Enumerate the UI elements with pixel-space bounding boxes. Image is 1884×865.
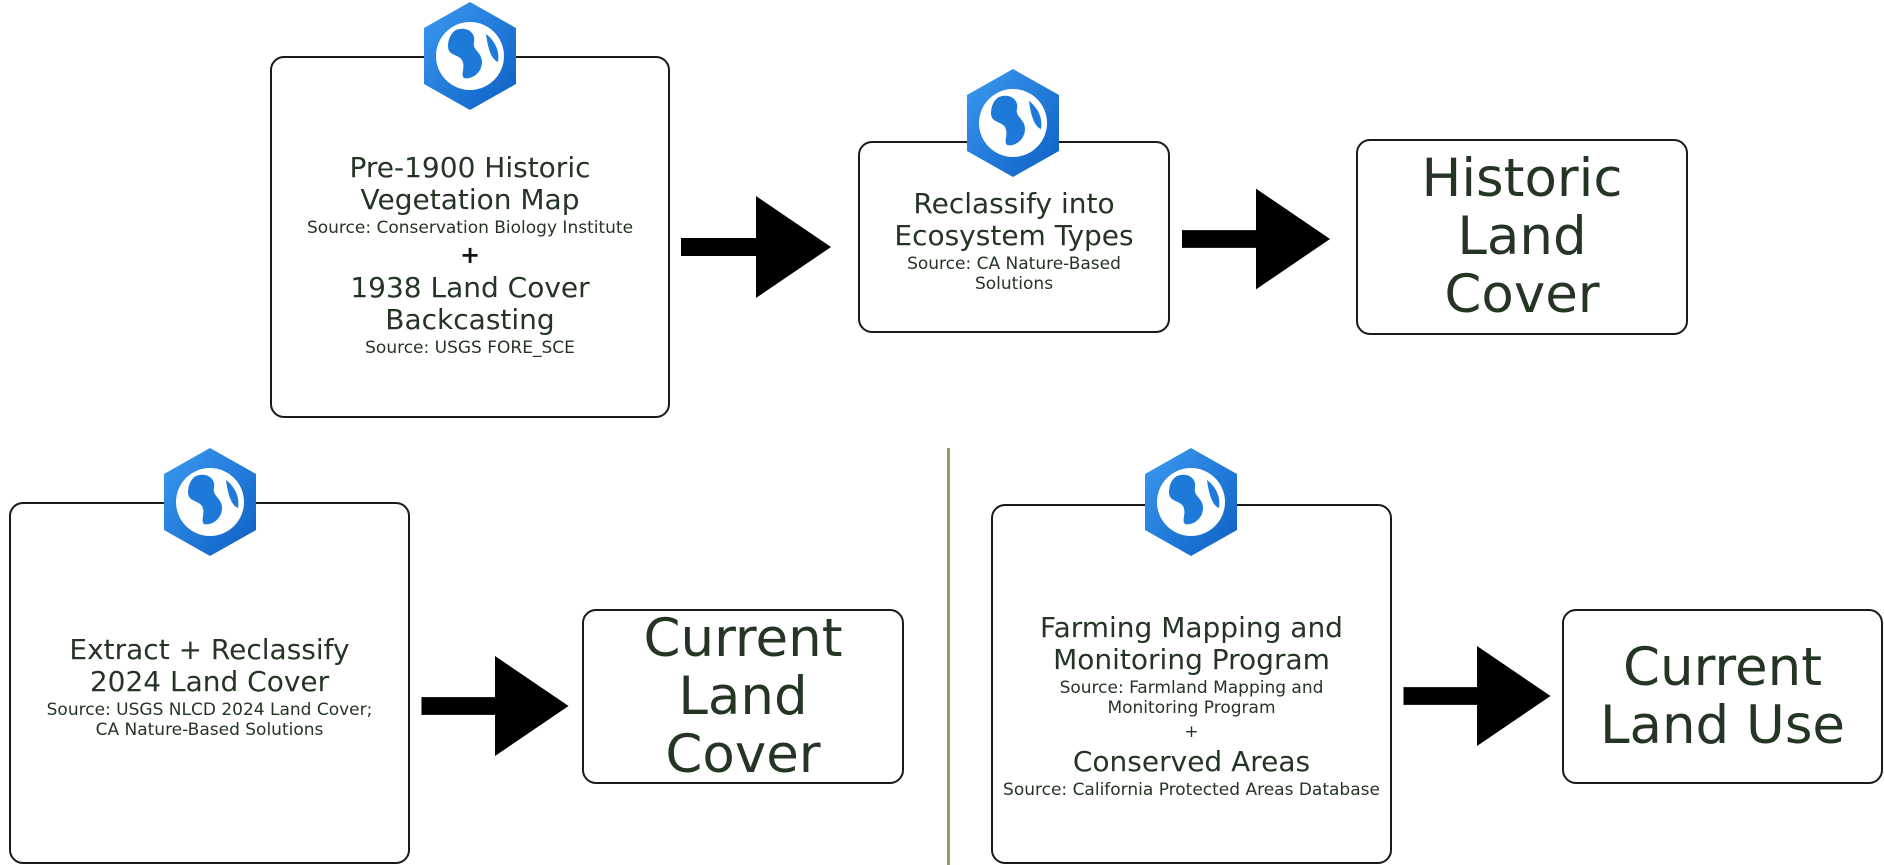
globe-hexagon-icon: [424, 2, 516, 110]
historic-land-cover-box: Historic Land Cover: [1356, 139, 1688, 335]
current-land-use-inputs-box: Farming Mapping and Monitoring Program S…: [991, 504, 1392, 864]
extract-reclassify-box: Extract + Reclassify 2024 Land Cover Sou…: [9, 502, 410, 864]
current-land-use-box: Current Land Use: [1562, 609, 1883, 784]
plus-sign: +: [1184, 722, 1199, 742]
historic-inputs-box: Pre-1900 Historic Vegetation Map Source:…: [270, 56, 670, 418]
arrow-right-icon: [1182, 188, 1331, 290]
reclassify-ecosystem-title: Reclassify into Ecosystem Types: [894, 187, 1134, 252]
historic-vegetation-source: Source: Conservation Biology Institute: [306, 218, 634, 238]
historic-land-cover-label: Historic Land Cover: [1421, 148, 1623, 325]
conserved-areas-title: Conserved Areas: [1072, 745, 1311, 778]
historic-vegetation-title: Pre-1900 Historic Vegetation Map: [349, 151, 591, 216]
globe-hexagon-icon: [967, 69, 1059, 177]
farming-mapping-source: Source: Farmland Mapping and Monitoring …: [1059, 678, 1324, 718]
extract-reclassify-title: Extract + Reclassify 2024 Land Cover: [69, 633, 350, 698]
reclassify-ecosystem-source: Source: CA Nature-Based Solutions: [907, 254, 1121, 294]
section-divider: [947, 448, 950, 865]
arrow-right-icon: [1403, 646, 1551, 746]
current-land-use-label: Current Land Use: [1599, 636, 1846, 756]
arrow-right-icon: [421, 656, 569, 756]
globe-hexagon-icon: [164, 448, 256, 556]
extract-reclassify-source: Source: USGS NLCD 2024 Land Cover; CA Na…: [46, 700, 373, 740]
current-land-cover-box: Current Land Cover: [582, 609, 904, 784]
farming-mapping-title: Farming Mapping and Monitoring Program: [1040, 611, 1343, 676]
current-land-cover-label: Current Land Cover: [643, 607, 843, 785]
land-cover-backcasting-source: Source: USGS FORE_SCE: [365, 338, 575, 358]
plus-sign: +: [459, 241, 481, 269]
conserved-areas-source: Source: California Protected Areas Datab…: [1003, 780, 1380, 800]
arrow-right-icon: [681, 196, 831, 298]
globe-hexagon-icon: [1145, 448, 1237, 556]
land-cover-backcasting-title: 1938 Land Cover Backcasting: [350, 271, 590, 336]
